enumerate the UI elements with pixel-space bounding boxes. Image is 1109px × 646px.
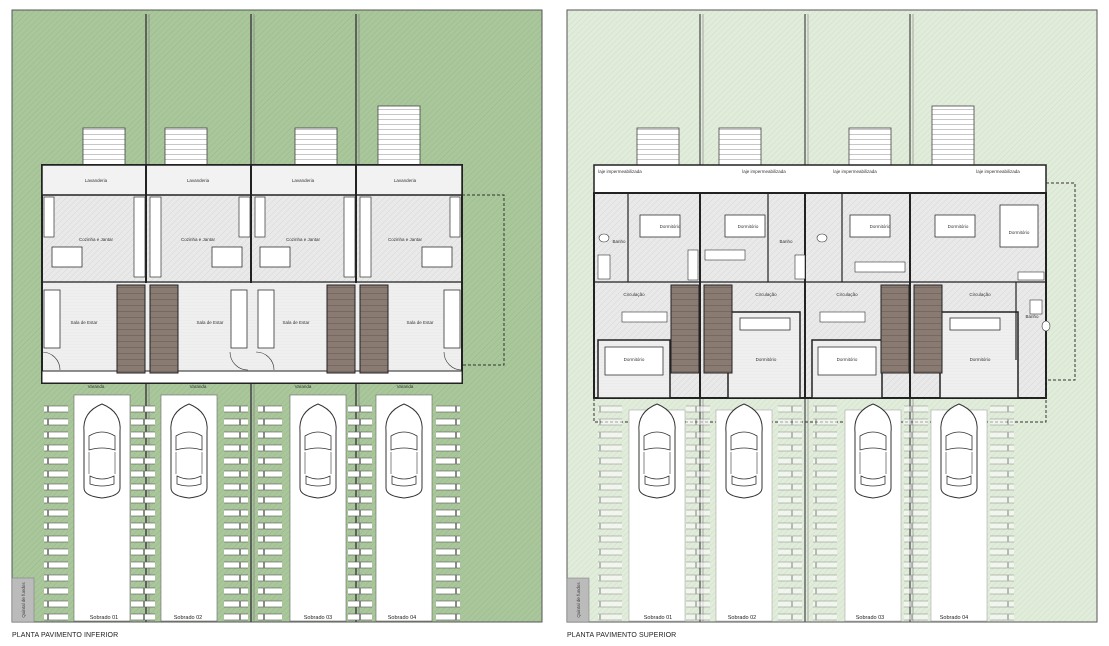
- kitchen-label-04: Cozinha e Jantar: [388, 237, 423, 242]
- living-label-04: Sala de Estar: [406, 320, 434, 325]
- upper-side-label: Quintal de fundos: [576, 582, 581, 618]
- laundry-label-01: Lavanderia: [85, 178, 108, 183]
- beds: [604, 204, 1039, 376]
- porch-label-02: Varanda: [190, 384, 207, 389]
- back-steps-02: [164, 127, 208, 169]
- circulation-label-02: Circulação: [755, 292, 777, 297]
- porch-label-01: Varanda: [88, 384, 105, 389]
- upper-unit-name-03: Sobrado 03: [856, 615, 884, 621]
- stair-02: [149, 284, 179, 374]
- living-label-03: Sala de Estar: [282, 320, 310, 325]
- stair-01: [116, 284, 146, 374]
- bedroom-label-08: Dormitório: [837, 357, 858, 362]
- circulation-label-04: Circulação: [969, 292, 991, 297]
- paver-strips: [44, 400, 460, 621]
- sofas: [43, 289, 461, 349]
- upper-unit-name-01: Sobrado 01: [644, 615, 672, 621]
- roof-note-04: laje impermeabilizada: [976, 169, 1020, 174]
- ground-unit-name-01: Sobrado 01: [90, 615, 118, 621]
- bedroom-label-03: Dormitório: [870, 224, 891, 229]
- roof-note-01: laje impermeabilizada: [598, 169, 642, 174]
- back-steps-01: [82, 127, 126, 169]
- ground-unit-name-04: Sobrado 04: [388, 615, 416, 621]
- laundry-label-04: Lavanderia: [394, 178, 417, 183]
- kitchen-label-03: Cozinha e Jantar: [286, 237, 321, 242]
- roof-slab: [593, 164, 1047, 194]
- porch-label-04: Varanda: [397, 384, 414, 389]
- roof-note-03: laje impermeabilizada: [833, 169, 877, 174]
- car-04: [385, 403, 423, 499]
- living-label-01: Sala de Estar: [70, 320, 98, 325]
- ground-unit-name-03: Sobrado 03: [304, 615, 332, 621]
- circulation-label-03: Circulação: [836, 292, 858, 297]
- ground-unit-name-02: Sobrado 02: [174, 615, 202, 621]
- kitchen-counters: [43, 196, 461, 278]
- roof-note-02: laje impermeabilizada: [742, 169, 786, 174]
- porch-label-03: Varanda: [295, 384, 312, 389]
- bedroom-label-07: Dormitório: [756, 357, 777, 362]
- back-steps-03: [294, 127, 338, 169]
- bedroom-label-02: Dormitório: [738, 224, 759, 229]
- bedroom-label-06: Dormitório: [624, 357, 645, 362]
- living-label-02: Sala de Estar: [196, 320, 224, 325]
- bathroom-label-03: Banho: [1025, 314, 1039, 319]
- stair-04: [359, 284, 389, 374]
- bedroom-label-04: Dormitório: [948, 224, 969, 229]
- ground-plan-caption: PLANTA PAVIMENTO INFERIOR: [12, 632, 119, 639]
- bathroom-label-01: Banho: [612, 239, 626, 244]
- upper-floor-plan: [566, 9, 1098, 623]
- kitchen-label-02: Cozinha e Jantar: [181, 237, 216, 242]
- laundry-label-03: Lavanderia: [292, 178, 315, 183]
- bedroom-label-09: Dormitório: [970, 357, 991, 362]
- stair-03: [326, 284, 356, 374]
- upper-plan-caption: PLANTA PAVIMENTO SUPERIOR: [567, 632, 677, 639]
- kitchen-label-01: Cozinha e Jantar: [79, 237, 114, 242]
- bedroom-label-01: Dormitório: [660, 224, 681, 229]
- bathroom-label-02: Banho: [779, 239, 793, 244]
- circulation-label-01: Circulação: [623, 292, 645, 297]
- car-02: [170, 403, 208, 499]
- ground-floor-plan: [11, 9, 543, 623]
- upper-unit-name-04: Sobrado 04: [940, 615, 968, 621]
- car-03: [299, 403, 337, 499]
- dining-tables: [51, 246, 453, 268]
- bedroom-label-05: Dormitório: [1009, 230, 1030, 235]
- laundry-label-02: Lavanderia: [187, 178, 210, 183]
- back-steps-04: [377, 105, 421, 169]
- car-01: [83, 403, 121, 499]
- ground-side-label: Quintal de fundos: [21, 582, 26, 618]
- upper-unit-name-02: Sobrado 02: [728, 615, 756, 621]
